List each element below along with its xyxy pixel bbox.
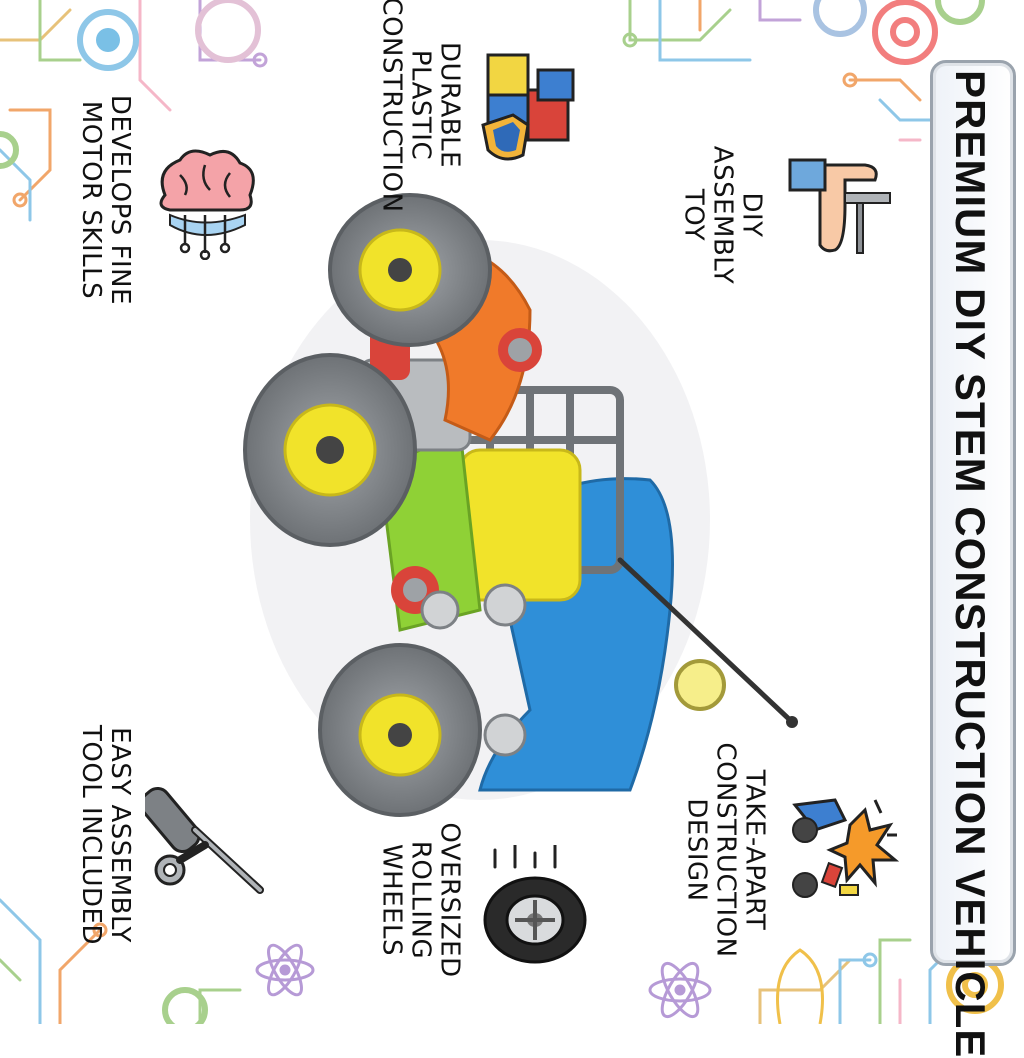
feature-oversized-wheels-label: OVERSIZED ROLLING WHEELS [376, 822, 465, 978]
screwdriver-wrench-icon [145, 786, 264, 894]
feature-motor-skills-label: DEVELOPS FINE MOTOR SKILLS [76, 94, 135, 306]
title-banner [930, 60, 1016, 966]
wheel-front-right [328, 193, 492, 347]
atom-icon [255, 943, 712, 1019]
wheel-rear-left [318, 643, 482, 817]
rolling-tire-icon [483, 845, 587, 964]
feature-tool-included-label: EASY ASSEMBLY TOOL INCLUDED [76, 724, 135, 946]
feature-label-text: EASY ASSEMBLY TOOL INCLUDED [76, 724, 135, 946]
feature-label-text: DURABLE PLASTIC CONSTRUCTION [376, 0, 465, 213]
feature-label-text: TAKE-APART CONSTRUCTION DESIGN [681, 742, 770, 958]
wheel-front-left [243, 353, 417, 547]
rocket-icon [776, 948, 824, 1024]
building-blocks-shield-icon [481, 53, 575, 161]
feature-label-text: OVERSIZED ROLLING WHEELS [376, 822, 465, 978]
feature-label-text: DEVELOPS FINE MOTOR SKILLS [76, 94, 135, 306]
construction-vehicle-image [243, 193, 798, 817]
page-title: PREMIUM DIY STEM CONSTRUCTION VEHICLE [947, 70, 994, 1058]
pointing-hand-screw-icon [788, 158, 891, 254]
exploding-car-icon [792, 798, 900, 898]
brain-circuit-icon [159, 149, 255, 260]
feature-diy-assembly-label: DIY ASSEMBLY TOY [678, 145, 767, 285]
feature-durable-plastic-label: DURABLE PLASTIC CONSTRUCTION [376, 0, 465, 213]
circuit-background [0, 0, 1004, 1024]
gear-icon [0, 0, 1004, 1024]
feature-label-text: DIY ASSEMBLY TOY [678, 145, 767, 285]
feature-take-apart-label: TAKE-APART CONSTRUCTION DESIGN [681, 742, 770, 958]
